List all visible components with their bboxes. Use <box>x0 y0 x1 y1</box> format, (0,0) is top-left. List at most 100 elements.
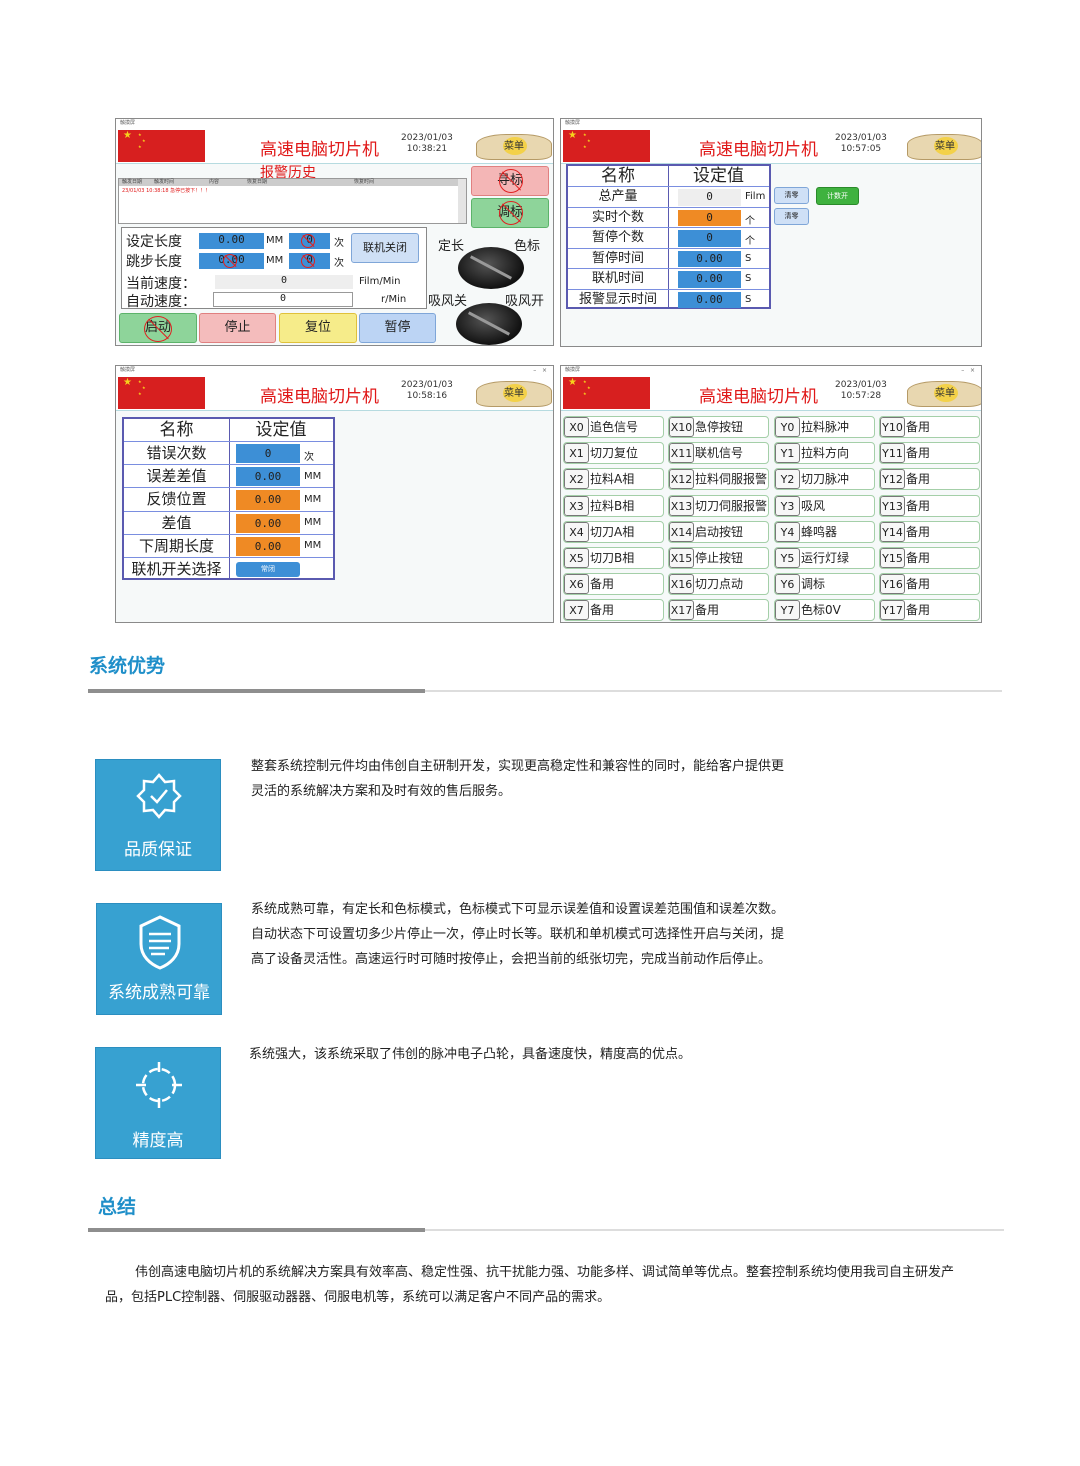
column-header-value: 设定值 <box>255 420 307 440</box>
column-divider <box>668 166 669 307</box>
value-field[interactable]: 0 <box>678 209 741 226</box>
set-length-field[interactable]: 0.00 <box>199 233 264 249</box>
io-address: X1 <box>564 443 589 464</box>
seek-mark-button[interactable]: 寻标 <box>471 166 549 196</box>
row-name: 实时个数 <box>591 209 644 225</box>
stop-button[interactable]: 停止 <box>199 313 276 343</box>
io-description: 色标0V <box>801 603 841 618</box>
unit-label: MM <box>304 540 322 552</box>
count-on-button[interactable]: 计数开 <box>816 187 859 205</box>
io-address: Y2 <box>775 469 800 490</box>
value-field[interactable]: 0.00 <box>678 291 741 308</box>
clear-total-button[interactable]: 清零 <box>774 187 809 204</box>
knob2-left-label: 吸风关 <box>428 294 468 309</box>
value-field[interactable]: 0.00 <box>236 536 300 556</box>
menu-button[interactable]: 菜单 <box>476 134 552 160</box>
mode-selector-knob[interactable] <box>458 247 524 289</box>
unit: 次 <box>334 258 344 269</box>
io-address: X2 <box>564 469 589 490</box>
jump-count-field[interactable]: 0 <box>289 253 330 269</box>
auto-speed-field[interactable]: 0 <box>213 292 353 307</box>
io-address: X13 <box>669 495 694 516</box>
io-description: 备用 <box>906 420 931 434</box>
io-address: X16 <box>669 574 694 595</box>
table-row: 联机开关选择常闭 <box>124 557 333 580</box>
menu-button[interactable]: 菜单 <box>907 381 981 407</box>
unit-label: S <box>745 252 752 264</box>
io-address: Y12 <box>880 469 905 490</box>
alarm-history-list[interactable]: 触发日期触发时间内容恢复日期恢复时间 23/01/03 10:38:18 急停已… <box>118 178 467 224</box>
value-field[interactable]: 0 <box>678 230 741 247</box>
unit: 次 <box>334 238 344 249</box>
section-divider <box>88 1228 1004 1232</box>
pause-button[interactable]: 暂停 <box>359 313 436 343</box>
value-field[interactable]: 0 <box>236 444 300 464</box>
link-toggle-button[interactable]: 联机关闭 <box>351 233 419 263</box>
io-address: X12 <box>669 469 694 490</box>
unit-label: 次 <box>304 451 314 463</box>
reset-button[interactable]: 复位 <box>279 313 357 343</box>
io-address: Y4 <box>775 521 800 542</box>
io-description: 备用 <box>906 577 931 592</box>
china-flag-icon: ★★★★ <box>563 130 650 162</box>
value-field[interactable]: 0.00 <box>236 513 300 533</box>
suction-selector-knob[interactable] <box>456 303 522 345</box>
value-field[interactable]: 0.00 <box>236 490 300 510</box>
menu-button[interactable]: 菜单 <box>907 134 981 160</box>
set-count-field[interactable]: 0 <box>289 233 330 249</box>
date: 2023/01/03 <box>401 133 453 143</box>
io-description: 切刀A相 <box>590 524 635 539</box>
adjust-mark-button[interactable]: 调标 <box>471 198 549 228</box>
io-address: Y0 <box>775 417 800 437</box>
start-button[interactable]: 启动 <box>119 313 197 343</box>
value-field[interactable]: 0.00 <box>678 271 741 288</box>
current-speed-value: 0 <box>215 275 353 289</box>
scrollbar[interactable] <box>458 179 466 223</box>
value-field[interactable]: 0.00 <box>236 467 300 487</box>
value-field[interactable]: 0.00 <box>678 250 741 267</box>
menu-button[interactable]: 菜单 <box>476 381 552 407</box>
row-name: 暂停时间 <box>591 250 644 266</box>
io-description: 备用 <box>590 577 615 592</box>
value-field[interactable]: 常闭 <box>236 562 300 578</box>
clear-realtime-button[interactable]: 清零 <box>774 208 809 225</box>
value-field[interactable]: 0 <box>678 189 741 206</box>
jump-length-field[interactable]: 0.00 <box>199 253 264 269</box>
